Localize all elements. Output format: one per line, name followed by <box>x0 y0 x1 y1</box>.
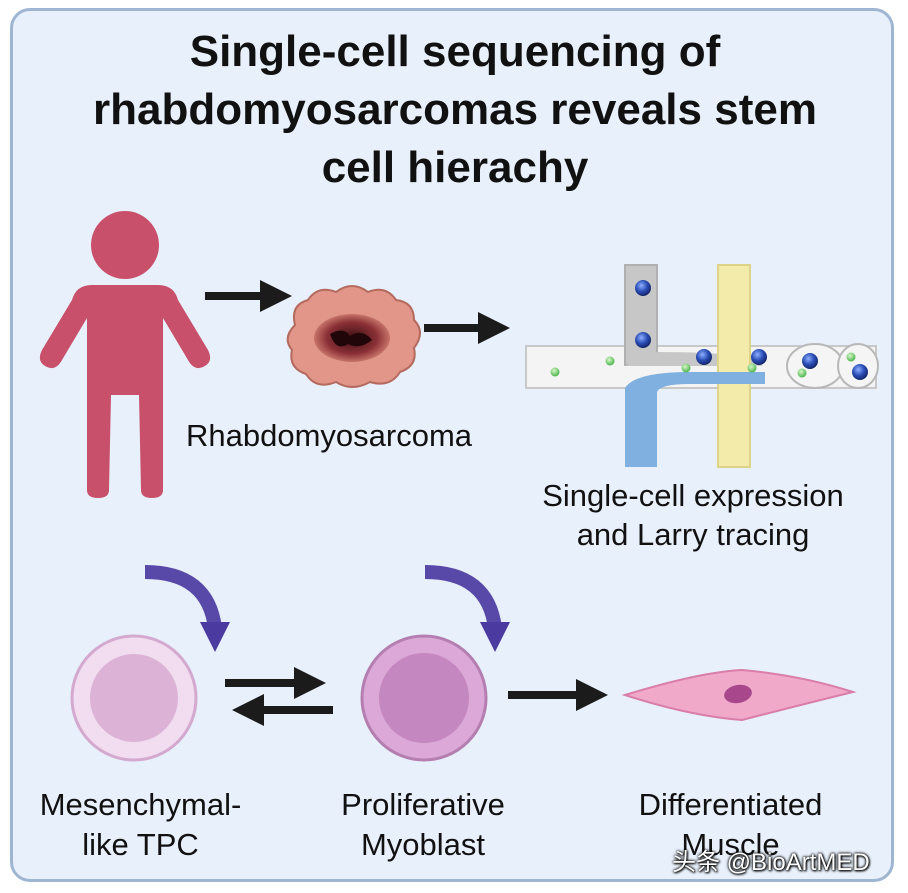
person-icon <box>39 211 211 498</box>
self-renewal-arrow-icon <box>424 565 510 652</box>
tpc-cell-icon <box>70 634 198 762</box>
myoblast-label-line-2: Myoblast <box>360 827 486 862</box>
myoblast-cell-icon <box>360 634 488 762</box>
tumor-label: Rhabdomyosarcoma <box>186 418 473 453</box>
watermark: 头条 @BioArtMED <box>672 849 870 876</box>
title-line-3: cell hierachy <box>321 143 589 192</box>
muscle-label-line-1: Differentiated <box>638 787 823 822</box>
single-cell-label-line-1: Single-cell expression <box>542 478 844 513</box>
self-renewal-arrow-icon <box>144 565 230 652</box>
title-line-1: Single-cell sequencing of <box>189 27 721 76</box>
figure-title: Single-cell sequencing of rhabdomyosarco… <box>13 23 891 197</box>
microfluidic-chip-icon <box>525 264 879 468</box>
title-line-2: rhabdomyosarcomas reveals stem <box>93 85 817 134</box>
tpc-label-line-2: like TPC <box>82 827 199 862</box>
myoblast-label-line-1: Proliferative <box>341 787 505 822</box>
muscle-label-line-2: Muscle <box>681 827 780 862</box>
single-cell-label-line-2: and Larry tracing <box>576 517 810 552</box>
tpc-label-line-1: Mesenchymal- <box>39 787 242 822</box>
muscle-cell-icon <box>621 668 857 722</box>
tumor-icon <box>286 285 421 388</box>
